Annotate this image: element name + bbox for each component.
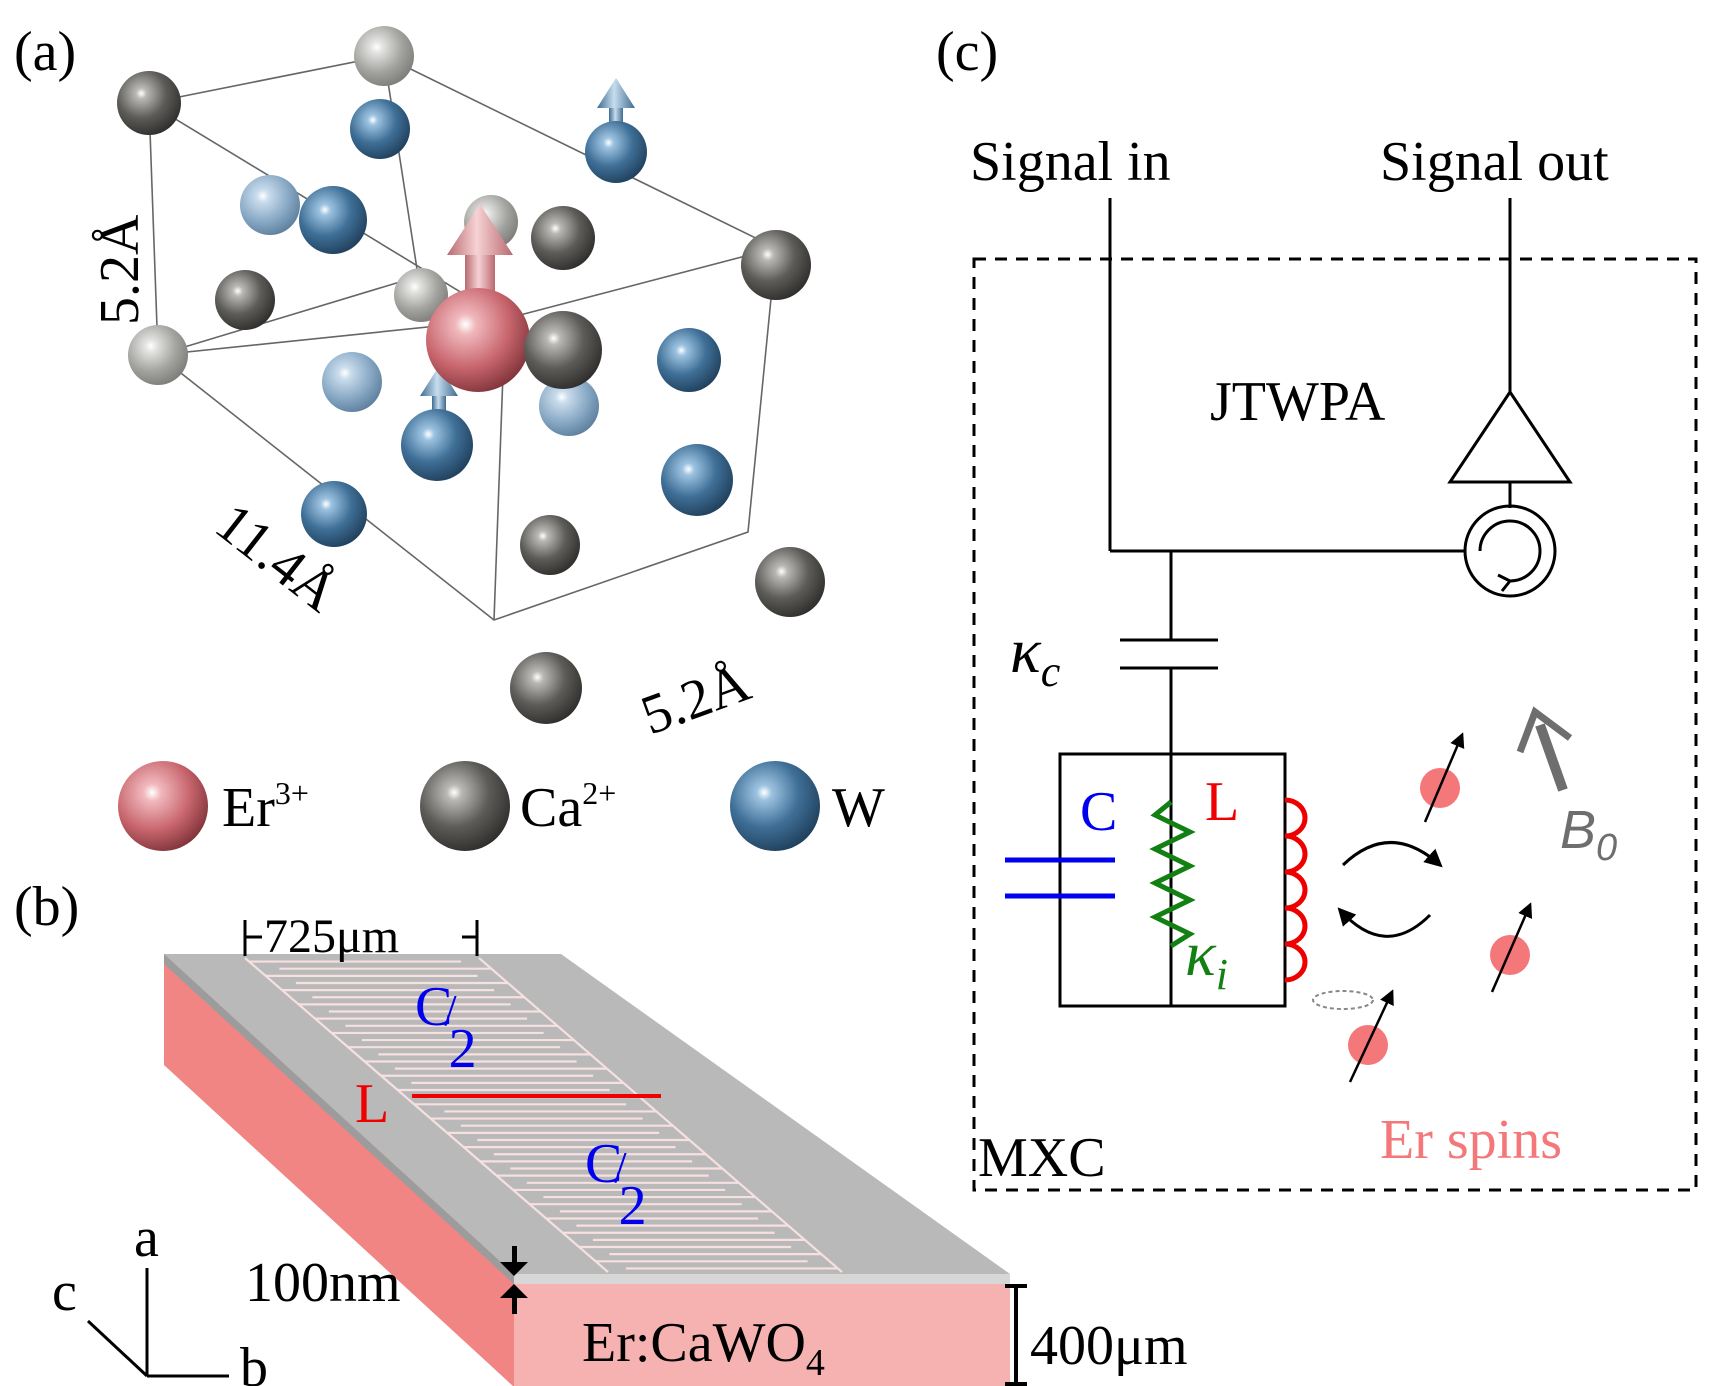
legend-label-w: W bbox=[832, 777, 885, 839]
legend: Er3+ Ca2+ W bbox=[118, 761, 885, 851]
film-thickness-label: 100nm bbox=[245, 1252, 401, 1314]
capacitor-rail bbox=[244, 957, 609, 1273]
inductor-label-c: L bbox=[1205, 771, 1239, 833]
er-atom bbox=[426, 288, 530, 392]
er-spin bbox=[1312, 989, 1394, 1083]
ca-atom bbox=[215, 270, 275, 330]
cap-label-top: C/2 bbox=[415, 976, 477, 1080]
panel-a: (a) bbox=[14, 21, 885, 851]
interdigitated-capacitor bbox=[244, 957, 843, 1273]
w-atom bbox=[350, 99, 410, 159]
panel-b-label: (b) bbox=[14, 876, 79, 938]
kappa-c-label: κc bbox=[1010, 615, 1061, 696]
er-spin bbox=[1490, 902, 1533, 993]
panel-c-label: (c) bbox=[936, 21, 998, 83]
legend-swatch-er bbox=[118, 761, 208, 851]
er-spin bbox=[1420, 732, 1465, 823]
substrate-thickness-bracket bbox=[1005, 1284, 1027, 1386]
resistor-icon bbox=[1149, 800, 1196, 949]
signal-in-label: Signal in bbox=[970, 131, 1171, 193]
panel-b: (b) L C/2 C/2 725μm 100nm bbox=[14, 876, 1188, 1386]
ca-atom bbox=[531, 206, 595, 270]
cap-label-bottom: C/2 bbox=[585, 1133, 647, 1237]
legend-swatch-ca bbox=[420, 761, 510, 851]
width-label: 725μm bbox=[264, 910, 399, 963]
w-atom-spin bbox=[401, 409, 473, 481]
w-atom bbox=[661, 444, 733, 516]
axis-b-label: b bbox=[240, 1337, 268, 1386]
substrate-label: Er:CaWO4 bbox=[582, 1312, 825, 1384]
ca-atom bbox=[117, 71, 181, 135]
w-atom bbox=[657, 328, 721, 392]
ca-atom bbox=[741, 230, 811, 300]
film-thickness-markers bbox=[500, 1246, 528, 1314]
circuit-wiring bbox=[1058, 198, 1512, 1008]
panel-c: (c) Signal in Signal out MXC JTWPA bbox=[936, 21, 1698, 1192]
ca-atom bbox=[524, 311, 602, 389]
panel-a-label: (a) bbox=[14, 21, 76, 83]
w-atom-spin bbox=[585, 121, 647, 183]
legend-label-ca: Ca2+ bbox=[520, 775, 616, 839]
inductor-label: L bbox=[355, 1073, 389, 1135]
b0-field-arrow bbox=[1516, 706, 1573, 792]
chip-film-front bbox=[514, 1274, 1010, 1284]
dim-vertical: 5.2Å bbox=[89, 214, 151, 325]
b0-label: B0 bbox=[1560, 800, 1617, 869]
inductor-icon bbox=[1284, 797, 1308, 983]
legend-label-er: Er3+ bbox=[222, 775, 309, 839]
w-atom bbox=[539, 376, 599, 436]
ca-atom bbox=[520, 515, 580, 575]
mxc-box bbox=[972, 257, 1698, 1192]
ca-atom bbox=[510, 652, 582, 724]
signal-out-label: Signal out bbox=[1380, 131, 1609, 193]
w-atom bbox=[301, 481, 367, 547]
dim-width: 5.2Å bbox=[633, 651, 759, 747]
crystal-axes bbox=[86, 1268, 229, 1378]
amplifier-label: JTWPA bbox=[1210, 371, 1386, 433]
chip-side-face bbox=[164, 954, 514, 1386]
coupling-arrow-top bbox=[1341, 841, 1443, 868]
w-atom bbox=[322, 352, 382, 412]
circulator-icon bbox=[1463, 504, 1557, 598]
capacitor-label: C bbox=[1080, 781, 1117, 843]
ca-atom bbox=[394, 268, 448, 322]
chip-film-edge bbox=[164, 954, 514, 1284]
width-dimension bbox=[243, 920, 479, 956]
w-atom bbox=[299, 186, 367, 254]
kappa-i-label: κi bbox=[1185, 918, 1228, 999]
spins-label: Er spins bbox=[1380, 1109, 1562, 1171]
ca-atom bbox=[354, 26, 414, 86]
axis-c-label: c bbox=[52, 1261, 77, 1323]
mxc-label: MXC bbox=[978, 1127, 1106, 1189]
ca-atom bbox=[128, 325, 188, 385]
capacitor-icon bbox=[1005, 857, 1115, 899]
capacitor-rail bbox=[478, 957, 843, 1273]
legend-swatch-w bbox=[730, 761, 820, 851]
axis-a-label: a bbox=[134, 1207, 159, 1269]
chip-front-face bbox=[514, 1284, 1010, 1386]
w-atom bbox=[240, 175, 300, 235]
substrate-thickness-label: 400μm bbox=[1030, 1315, 1188, 1377]
ca-atom bbox=[755, 547, 825, 617]
coupling-arrow-bottom bbox=[1337, 907, 1432, 938]
amplifier-icon bbox=[1447, 389, 1573, 484]
